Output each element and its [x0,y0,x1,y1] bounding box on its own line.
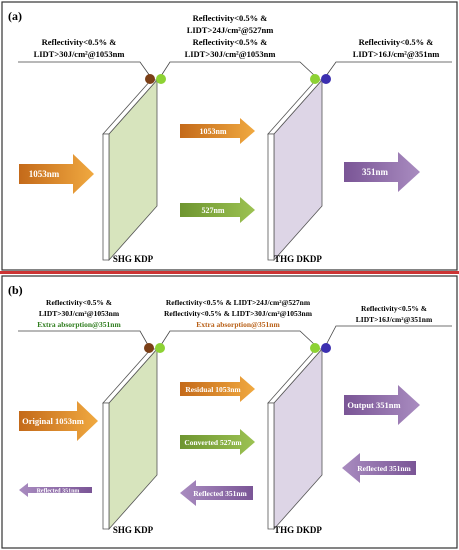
panel-b-thg-crystal-side [267,402,275,530]
panel-b-leader-mid [160,330,316,346]
panel-a-dot-brown [145,74,155,84]
panel-a-leader-left [18,61,151,77]
panel-b-dot-purple [321,343,331,353]
panel-b-dot-green-right [310,343,320,353]
panel-b-arrow-reflected-mid [180,480,253,506]
panel-b-arrow-reflected-right-label: Reflected 351nm [357,464,411,473]
panel-b-arrow-reflected-mid-label: Reflected 351nm [193,489,247,498]
panel-b-arrow-input [19,401,98,441]
panel-b-thg-label: THG DKDP [274,525,322,535]
panel-a-leader-mid [160,61,316,77]
panel-b-arrow-input-label: Original 1053nm [22,416,84,426]
panel-a-arrow-527 [180,197,255,223]
panel-a-coat-mid-line4: LIDT>30J/cm²@1053nm [185,49,276,59]
panel-b-leader-left [18,330,149,346]
panel-b-shg-crystal-side [102,402,110,530]
panel-a-arrow-527-label: 527nm [201,206,224,215]
panel-a-label: (a) [8,9,22,23]
panel-a-coat-mid-line1: Reflectivity<0.5% & [193,13,268,23]
panel-a-arrow-input-label: 1053nm [29,169,60,179]
panel-a-arrow-residual-label: 1053nm [199,127,226,136]
panel-a-shg-crystal-side [102,133,110,261]
panel-b-coat-mid-extra: Extra absorption@351nm [196,320,280,329]
panel-b-arrow-reflected-right [342,453,416,483]
panel-b-arrow-reflected-left-label: Reflected 351nm [37,489,80,495]
panel-b-arrow-527 [180,429,255,455]
panel-b-coat-left-extra: Extra absorption@351nm [37,320,121,329]
panel-a-coat-right-line2: LIDT>16J/cm²@351nm [353,49,440,59]
panel-b-shg-label: SHG KDP [113,525,154,535]
panel-a-dot-purple [321,74,331,84]
panel-b-coat-right-line2: LIDT>16J/cm²@351nm [356,315,433,324]
panel-a-arrow-output-label: 351nm [362,167,389,177]
panel-b-arrow-residual-label: Residual 1053nm [185,385,241,394]
panel-b-leader-right [325,325,452,346]
panel-a-coat-left-line2: LIDT>30J/cm²@1053nm [34,49,125,59]
panel-b-coat-left-line2: LIDT>30J/cm²@1053nm [39,309,120,318]
panel-b: (b) Reflectivity<0.5% & LIDT>30J/cm²@105… [1,275,458,549]
panel-a-thg-label: THG DKDP [274,254,322,264]
panel-b-dot-green-left [155,343,165,353]
panel-a-arrow-residual [180,118,255,144]
panel-a: (a) Reflectivity<0.5% & LIDT>30J/cm²@105… [1,1,458,271]
panel-b-arrow-residual [180,376,255,402]
panel-divider [0,271,459,274]
panel-b-arrow-527-label: Converted 527nm [184,438,242,447]
panel-b-coat-mid-line2: Reflectivity<0.5% & LIDT>30J/cm²@1053nm [164,309,313,318]
panel-a-coat-mid-line3: Reflectivity<0.5% & [193,37,268,47]
panel-b-coat-mid-line1: Reflectivity<0.5% & LIDT>24J/cm²@527nm [166,298,311,307]
panel-b-arrow-output-label: Output 351nm [347,400,400,410]
panel-b-coat-right-line1: Reflectivity<0.5% & [361,304,427,313]
panel-a-shg-label: SHG KDP [113,254,154,264]
panel-a-thg-crystal-side [267,133,275,261]
panel-b-arrow-output [344,385,420,425]
panel-a-leader-right [325,61,452,77]
panel-a-dot-green-left [156,74,166,84]
panel-b-label: (b) [8,283,23,297]
panel-b-coat-left-line1: Reflectivity<0.5% & [46,298,112,307]
panel-b-dot-brown [144,343,154,353]
panel-a-coat-mid-line2: LIDT>24J/cm²@527nm [187,25,274,35]
panel-a-coat-left-line1: Reflectivity<0.5% & [42,37,117,47]
panel-a-coat-right-line1: Reflectivity<0.5% & [359,37,434,47]
panel-a-arrow-output [344,152,420,192]
panel-a-arrow-input [19,154,94,194]
panel-a-dot-green-right [310,74,320,84]
panel-b-arrow-reflected-left [19,483,92,497]
